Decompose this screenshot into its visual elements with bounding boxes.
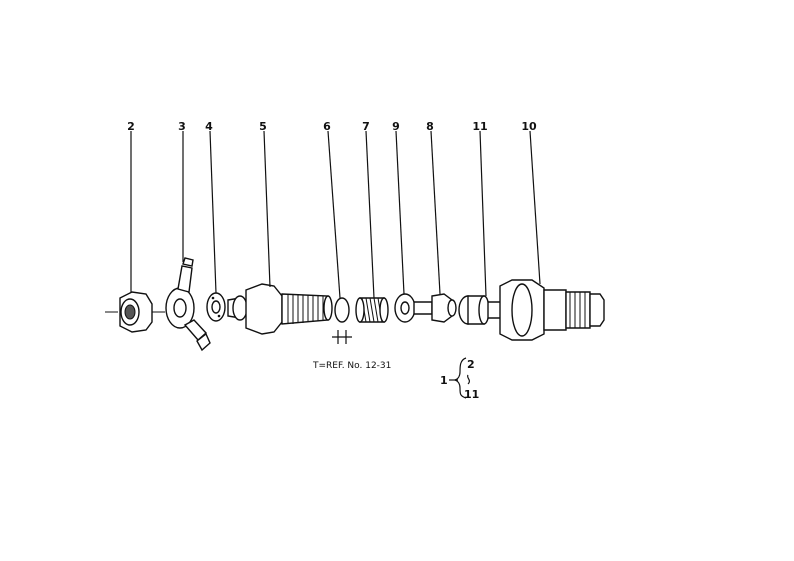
callout-4: 4 — [205, 120, 213, 133]
callout-11: 11 — [472, 120, 487, 133]
callout-7: 7 — [362, 120, 370, 133]
callout-3: 3 — [178, 120, 186, 133]
callout-9: 9 — [392, 120, 400, 133]
reference-note: T=REF. No. 12-31 — [312, 361, 391, 371]
part-9-ring — [394, 293, 416, 323]
part-10-housing — [499, 279, 605, 341]
part-6-disc — [332, 297, 352, 344]
callout-8: 8 — [426, 120, 434, 133]
assembly-range-start: 2 — [467, 358, 475, 371]
callout-2: 2 — [127, 120, 135, 133]
assembly-parent-label: 1 — [440, 374, 448, 387]
part-2-nut — [119, 291, 153, 333]
leader-lines — [130, 130, 541, 299]
callout-10: 10 — [521, 120, 537, 133]
part-8-valve — [413, 293, 457, 323]
callout-5: 5 — [259, 120, 267, 133]
part-7-spring — [355, 297, 389, 323]
part-11-collar — [458, 295, 503, 325]
part-5-threaded-body — [227, 283, 333, 335]
assembly-bracket: 1 2 11 — [440, 357, 479, 401]
assembly-range-end: 11 — [464, 388, 479, 401]
part-4-washer — [206, 292, 226, 322]
part-3-banjo-fitting — [165, 257, 211, 352]
callout-6: 6 — [323, 120, 331, 133]
